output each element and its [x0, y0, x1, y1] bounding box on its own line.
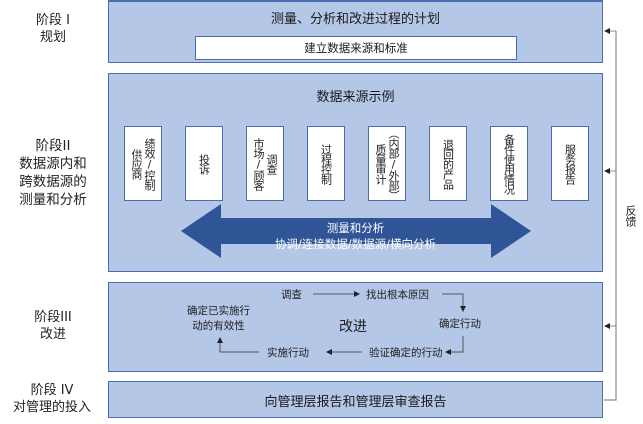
phase-3-name: 改进 — [39, 327, 66, 342]
step-effectiveness-line1: 确定已实施行 — [187, 305, 250, 317]
step-effectiveness: 确定已实施行 动的有效性 — [187, 303, 250, 333]
phase-1-name: 规划 — [39, 30, 66, 45]
source-market-survey: 市场/顾客 调查 — [246, 126, 284, 201]
phase-2-label: 阶段II 数据源内和 跨数据源的 测量和分析 — [0, 137, 106, 209]
phase-4-label: 阶段 IV 对管理的投入 — [0, 382, 108, 416]
step-investigate: 调查 — [281, 289, 302, 301]
source-complaints: 投诉 — [185, 126, 223, 201]
arrow-implement-to-effectiveness — [217, 337, 259, 353]
source-label: 投诉 — [197, 153, 211, 174]
source-label-col1: 供应商 — [130, 148, 143, 179]
source-process-control: 过程控制 — [307, 126, 345, 201]
management-title: 向管理层报告和管理层审查报告 — [264, 395, 447, 410]
phase-2-name-line3: 测量和分析 — [19, 192, 87, 208]
source-label-col2: （内部/外部） — [387, 127, 400, 200]
feedback-label: 反馈 — [624, 205, 637, 227]
phase-1-label: 阶段 I 规划 — [0, 12, 106, 46]
source-spare-parts-usage: 备件使用情况 — [490, 126, 528, 201]
phase-3-number: 阶段III — [34, 310, 72, 325]
phase-3-label: 阶段III 改进 — [0, 309, 106, 343]
source-label-col1: 市场/顾客 — [252, 137, 265, 190]
phase-4-number: 阶段 IV — [30, 383, 74, 398]
phase-1-number: 阶段 I — [36, 13, 70, 28]
measurement-analysis-arrow — [181, 204, 531, 258]
arrow-determine-to-verify — [445, 336, 464, 355]
step-root-cause: 找出根本原因 — [366, 289, 429, 301]
improvement-panel: 调查 找出根本原因 确定行动 验证确定的行动 实施行动 确定已实施行 动的有效性… — [108, 282, 603, 372]
step-effectiveness-line2: 动的有效性 — [192, 320, 245, 332]
planning-subtitle-box: 建立数据来源和标准 — [195, 36, 517, 60]
source-label: 退回的产品 — [441, 138, 455, 189]
source-label: 服务报告 — [563, 143, 577, 184]
data-sources-title: 数据来源示例 — [316, 90, 395, 105]
source-returned-products: 退回的产品 — [429, 126, 467, 201]
step-determine-action: 确定行动 — [439, 318, 481, 330]
planning-panel: 测量、分析和改进过程的计划 建立数据来源和标准 — [108, 0, 603, 63]
source-label: 备件使用情况 — [502, 133, 516, 194]
step-implement-action: 实施行动 — [267, 347, 309, 359]
arrow-label-line2: 协调/连接数据/数据源/横向分析 — [274, 237, 437, 251]
source-label: 过程控制 — [319, 143, 333, 184]
phase-2-name-line1: 数据源内和 — [19, 156, 87, 172]
feedback-line — [604, 31, 617, 401]
source-label-col2: 调查 — [265, 153, 278, 174]
phase-2-number: 阶段II — [35, 138, 71, 154]
source-supplier-performance: 供应商 绩效/控制 — [124, 126, 162, 201]
improvement-cycle-arrows — [217, 291, 466, 355]
source-quality-audit: 质量审计 （内部/外部） — [368, 126, 406, 201]
arrow-rootcause-to-determine — [442, 293, 466, 312]
source-label-col2: 绩效/控制 — [143, 137, 156, 190]
source-service-reports: 服务报告 — [551, 126, 589, 201]
source-label-col1: 质量审计 — [374, 143, 387, 184]
improvement-center-label: 改进 — [339, 319, 367, 335]
arrow-label-line1: 测量和分析 — [326, 221, 385, 235]
double-arrow-shape — [181, 204, 531, 258]
planning-title: 测量、分析和改进过程的计划 — [270, 12, 440, 27]
phase-2-name-line2: 跨数据源的 — [19, 174, 87, 190]
phase-4-name: 对管理的投入 — [12, 400, 91, 415]
data-sources-panel: 数据来源示例 供应商 绩效/控制 投诉 市场/顾客 调查 过程控制 质量审计 （… — [108, 73, 603, 272]
step-verify-action: 验证确定的行动 — [369, 347, 443, 359]
management-panel: 向管理层报告和管理层审查报告 — [108, 381, 603, 418]
